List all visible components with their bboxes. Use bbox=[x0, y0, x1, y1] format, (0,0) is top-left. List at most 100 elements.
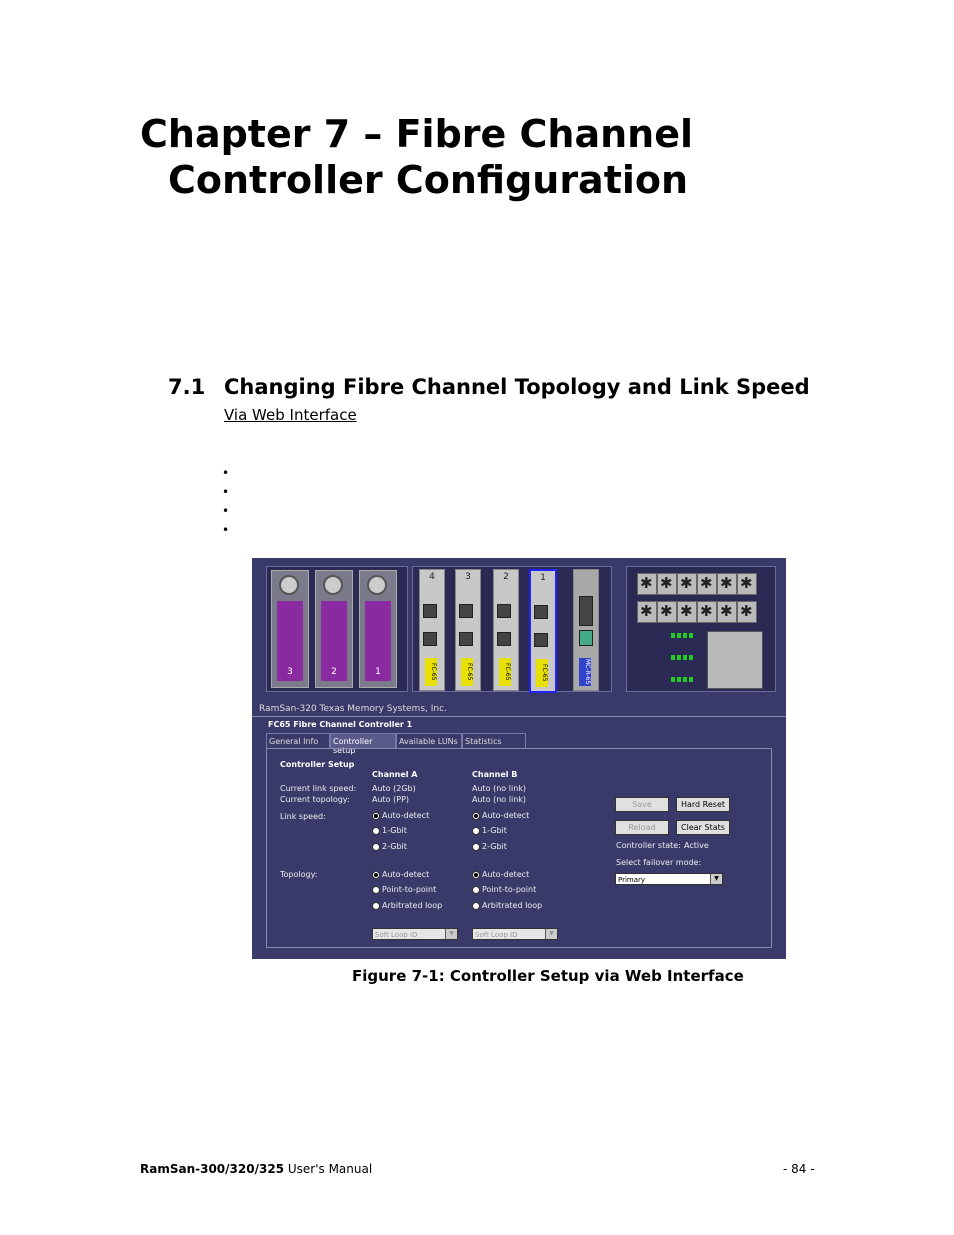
drive-2[interactable]: 2 bbox=[315, 570, 353, 688]
channel-b-topology-auto-radio[interactable]: Auto-detect bbox=[472, 870, 529, 879]
port-a-icon bbox=[459, 604, 473, 618]
setup-heading: Controller Setup bbox=[280, 760, 355, 769]
slot-number: 2 bbox=[503, 572, 509, 582]
status-led-icon bbox=[683, 677, 687, 682]
channel-b-topology-ptp-radio[interactable]: Point-to-point bbox=[472, 885, 536, 894]
fan-icon bbox=[697, 601, 717, 623]
tab-available-luns[interactable]: Available LUNs bbox=[396, 733, 462, 749]
divider bbox=[252, 716, 786, 717]
status-led-icon bbox=[677, 633, 681, 638]
slot-number: 4 bbox=[429, 572, 435, 582]
fan-icon bbox=[677, 601, 697, 623]
save-button[interactable]: Save bbox=[615, 797, 669, 812]
radio-selected-icon bbox=[472, 811, 480, 820]
section-title: Changing Fibre Channel Topology and Link… bbox=[224, 375, 810, 399]
bullet: • bbox=[222, 523, 230, 537]
channel-a-topology-loop-radio[interactable]: Arbitrated loop bbox=[372, 901, 442, 910]
drive-knob-icon bbox=[279, 575, 299, 595]
topology-label: Topology: bbox=[280, 870, 318, 879]
channel-a-topology-auto-radio[interactable]: Auto-detect bbox=[372, 870, 429, 879]
current-topology-label: Current topology: bbox=[280, 795, 350, 804]
slot-label: FC-65 bbox=[499, 658, 511, 686]
status-led-icon bbox=[671, 655, 675, 660]
tab-controller-setup[interactable]: Controller setup bbox=[330, 733, 396, 755]
chevron-down-icon: ▼ bbox=[545, 929, 557, 939]
controller-slot-1[interactable]: 1 FC-65 bbox=[529, 569, 557, 693]
drive-body bbox=[321, 601, 347, 681]
fan-icon bbox=[737, 573, 757, 595]
footer-manual-title: RamSan-300/320/325 User's Manual bbox=[140, 1162, 372, 1176]
controller-slot-2[interactable]: 2 FC-65 bbox=[493, 569, 519, 691]
port-a-icon bbox=[423, 604, 437, 618]
link-speed-label: Link speed: bbox=[280, 812, 326, 821]
channel-a-loop-id-select[interactable]: Soft Loop ID▼ bbox=[372, 928, 458, 940]
channel-b-loop-id-select[interactable]: Soft Loop ID▼ bbox=[472, 928, 558, 940]
port-b-icon bbox=[423, 632, 437, 646]
chevron-down-icon: ▼ bbox=[445, 929, 457, 939]
controller-title: FC65 Fibre Channel Controller 1 bbox=[268, 720, 413, 729]
channel-a-speed-auto-radio[interactable]: Auto-detect bbox=[372, 811, 429, 820]
port-b-icon bbox=[459, 632, 473, 646]
drive-3[interactable]: 3 bbox=[271, 570, 309, 688]
radio-selected-icon bbox=[472, 870, 480, 879]
chevron-down-icon: ▼ bbox=[710, 874, 722, 884]
radio-icon bbox=[472, 885, 480, 894]
channel-b-speed-1gbit-radio[interactable]: 1-Gbit bbox=[472, 826, 507, 835]
fan-icon bbox=[657, 573, 677, 595]
app-title: RamSan-320 Texas Memory Systems, Inc. bbox=[259, 704, 447, 714]
status-led-icon bbox=[689, 633, 693, 638]
hard-reset-button[interactable]: Hard Reset bbox=[676, 797, 730, 812]
channel-b-speed-auto-radio[interactable]: Auto-detect bbox=[472, 811, 529, 820]
fan-icon bbox=[737, 601, 757, 623]
bullet: • bbox=[222, 485, 230, 499]
drive-number: 1 bbox=[375, 667, 381, 677]
footer-product: RamSan-300/320/325 bbox=[140, 1162, 285, 1176]
fan-icon bbox=[697, 573, 717, 595]
section-number: 7.1 bbox=[168, 375, 206, 399]
slot-number: 1 bbox=[540, 573, 546, 583]
clear-stats-button[interactable]: Clear Stats bbox=[676, 820, 730, 835]
channel-b-topology-loop-radio[interactable]: Arbitrated loop bbox=[472, 901, 542, 910]
management-card[interactable]: MC-R-65 bbox=[573, 569, 599, 691]
status-led-icon bbox=[677, 677, 681, 682]
chapter-title-line2: Controller Configuration bbox=[168, 158, 689, 202]
channel-a-speed-1gbit-radio[interactable]: 1-Gbit bbox=[372, 826, 407, 835]
radio-icon bbox=[472, 901, 480, 910]
footer-manual: User's Manual bbox=[284, 1162, 373, 1176]
reload-button[interactable]: Reload bbox=[615, 820, 669, 835]
slot-label: FC-65 bbox=[536, 659, 548, 687]
slot-label: FC-65 bbox=[461, 658, 473, 686]
failover-mode-select[interactable]: Primary▼ bbox=[615, 873, 723, 885]
slot-label: FC-65 bbox=[425, 658, 437, 686]
controller-setup-figure: 3 2 1 4 FC-65 3 FC-65 2 bbox=[252, 558, 786, 959]
radio-selected-icon bbox=[372, 811, 380, 820]
fan-icon bbox=[657, 601, 677, 623]
drive-body bbox=[277, 601, 303, 681]
tab-general-info[interactable]: General Info bbox=[266, 733, 330, 749]
status-led-icon bbox=[677, 655, 681, 660]
drive-body bbox=[365, 601, 391, 681]
channel-b-link-speed: Auto (no link) bbox=[472, 784, 527, 793]
channel-a-link-speed: Auto (2Gb) bbox=[372, 784, 416, 793]
channel-a-topology-ptp-radio[interactable]: Point-to-point bbox=[372, 885, 436, 894]
channel-a-speed-2gbit-radio[interactable]: 2-Gbit bbox=[372, 842, 407, 851]
fan-icon bbox=[717, 601, 737, 623]
channel-b-heading: Channel B bbox=[472, 770, 518, 779]
controller-state-value: Active bbox=[684, 841, 709, 850]
controller-slot-4[interactable]: 4 FC-65 bbox=[419, 569, 445, 691]
controller-slots-panel: 4 FC-65 3 FC-65 2 FC-65 1 FC-65 MC-R-65 bbox=[412, 566, 612, 693]
radio-icon bbox=[472, 842, 480, 851]
tab-statistics[interactable]: Statistics bbox=[462, 733, 526, 749]
drive-knob-icon bbox=[367, 575, 387, 595]
fan-icon bbox=[637, 601, 657, 623]
channel-b-speed-2gbit-radio[interactable]: 2-Gbit bbox=[472, 842, 507, 851]
failover-mode-label: Select failover mode: bbox=[616, 858, 702, 867]
drive-1[interactable]: 1 bbox=[359, 570, 397, 688]
bullet: • bbox=[222, 504, 230, 518]
drive-number: 2 bbox=[331, 667, 337, 677]
fan-icon bbox=[717, 573, 737, 595]
fans-power-panel bbox=[626, 566, 776, 692]
controller-slot-3[interactable]: 3 FC-65 bbox=[455, 569, 481, 691]
ethernet-port-icon bbox=[579, 630, 593, 646]
radio-icon bbox=[372, 842, 380, 851]
